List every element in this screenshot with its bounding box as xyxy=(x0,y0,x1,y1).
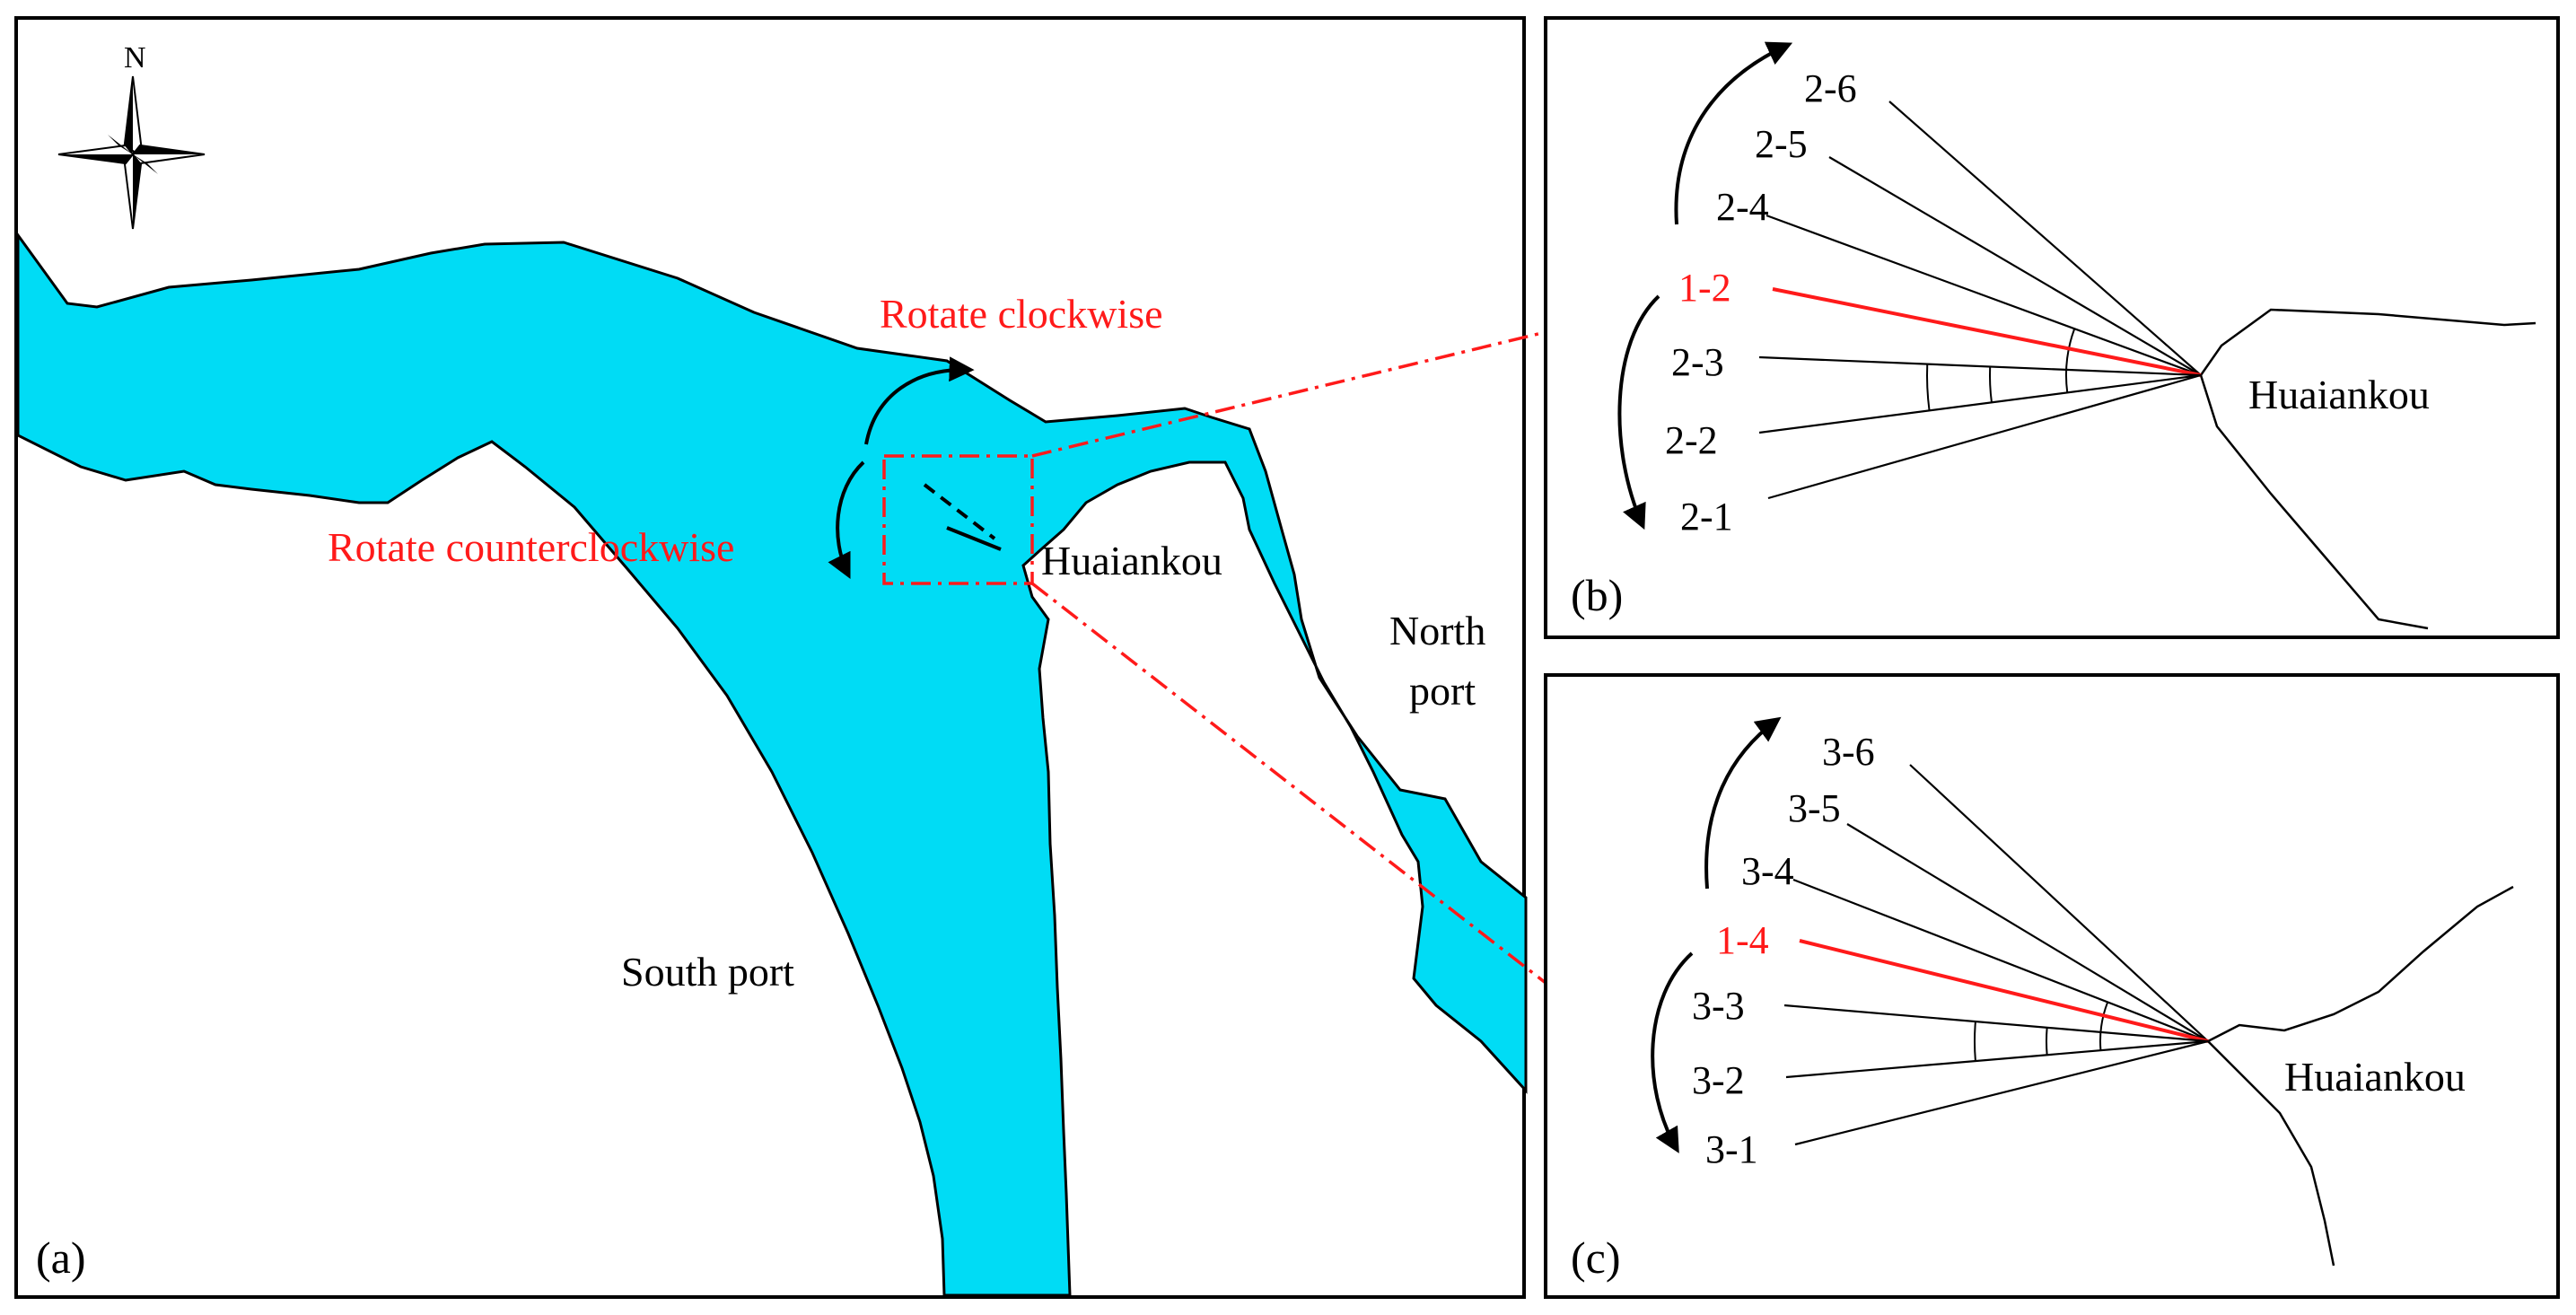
panel-c-label: (c) xyxy=(1571,1232,1621,1283)
rotate-down-arrow-icon xyxy=(1617,294,1660,530)
ray-2-2 xyxy=(1758,373,2202,434)
panel-c-frame xyxy=(1544,673,2560,1299)
ray-label-2-5: 2-5 xyxy=(1755,122,1808,166)
ray-3-1 xyxy=(1794,1039,2209,1146)
bank-line-south xyxy=(2199,374,2429,630)
bank-line-south-c xyxy=(2207,1040,2335,1267)
angle-arc xyxy=(2045,1027,2048,1056)
bank-line-north xyxy=(2199,308,2537,376)
ray-label-2-1: 2-1 xyxy=(1680,495,1733,539)
ray-3-6 xyxy=(1909,764,2209,1042)
panel-a: N Rotate clockwise Rotate counterclockwi… xyxy=(14,16,1528,1299)
ray-2-1 xyxy=(1767,373,2202,500)
ray-label-3-3: 3-3 xyxy=(1692,984,1745,1028)
ray-label-1-4: 1-4 xyxy=(1716,918,1769,962)
angle-arc xyxy=(2065,328,2076,393)
angle-arc xyxy=(1974,1021,1976,1062)
huaiankou-label-b: Huaiankou xyxy=(2248,372,2430,417)
panel-c: 3-6 3-5 3-4 1-4 3-3 3-2 3-1 Huaiankou (c) xyxy=(1544,673,2560,1299)
south-port-label: South port xyxy=(621,949,794,995)
ray-3-4 xyxy=(1792,878,2209,1043)
connector-line-top xyxy=(1031,330,1546,458)
ray-label-2-3: 2-3 xyxy=(1671,340,1724,384)
rotate-counterclockwise-label: Rotate counterclockwise xyxy=(328,524,734,570)
ray-3-2 xyxy=(1785,1039,2209,1079)
ray-fan-c: 3-6 3-5 3-4 1-4 3-3 3-2 3-1 xyxy=(1651,716,2209,1171)
rotate-clockwise-label: Rotate clockwise xyxy=(880,291,1163,337)
ray-label-2-6: 2-6 xyxy=(1804,66,1857,110)
section-line-dashed xyxy=(923,483,996,540)
ray-2-3 xyxy=(1758,355,2202,377)
panel-b-frame xyxy=(1544,16,2560,639)
zoom-region-box xyxy=(882,454,1034,585)
bank-line-north-c xyxy=(2207,885,2514,1043)
panel-a-label: (a) xyxy=(36,1232,86,1283)
ray-label-2-4: 2-4 xyxy=(1716,185,1769,229)
rotate-clockwise-arrow-icon xyxy=(864,356,975,445)
huaiankou-label: Huaiankou xyxy=(1041,538,1222,583)
ray-label-3-1: 3-1 xyxy=(1705,1127,1758,1171)
ray-2-5 xyxy=(1828,156,2202,376)
ray-3-3 xyxy=(1783,1004,2209,1043)
rotate-up-arrow-icon-c xyxy=(1704,716,1782,890)
ray-label-3-2: 3-2 xyxy=(1692,1058,1745,1102)
section-line-solid xyxy=(946,526,1002,551)
huaiankou-label-c: Huaiankou xyxy=(2284,1054,2466,1100)
ray-2-4 xyxy=(1766,214,2202,377)
ray-label-3-6: 3-6 xyxy=(1822,730,1875,774)
north-port-label-line2: port xyxy=(1409,668,1476,714)
river-water xyxy=(16,231,1528,1297)
ray-label-3-4: 3-4 xyxy=(1741,849,1794,893)
north-port-label-line1: North xyxy=(1389,608,1485,653)
panel-b-label: (b) xyxy=(1571,570,1623,620)
rotate-down-arrow-icon-c xyxy=(1651,951,1694,1153)
ray-label-1-2: 1-2 xyxy=(1678,266,1731,310)
rotate-up-arrow-icon xyxy=(1674,41,1793,225)
ray-1-2 xyxy=(1772,287,2202,377)
connector-line-bottom xyxy=(1030,582,1547,985)
angle-arc xyxy=(2099,1002,2109,1051)
ray-3-5 xyxy=(1846,823,2209,1042)
compass-rose-icon: N xyxy=(57,41,206,230)
rotate-counterclockwise-arrow-icon xyxy=(828,460,865,580)
ray-1-4 xyxy=(1799,939,2209,1043)
ray-2-6 xyxy=(1888,101,2202,376)
ray-label-3-5: 3-5 xyxy=(1788,786,1841,830)
panel-b: 2-6 2-5 2-4 1-2 2-3 2-2 2-1 Huaiankou (b) xyxy=(1544,16,2560,639)
ray-label-2-2: 2-2 xyxy=(1665,418,1718,462)
ray-fan-b: 2-6 2-5 2-4 1-2 2-3 2-2 2-1 xyxy=(1617,41,2202,539)
compass-north-label: N xyxy=(124,41,146,75)
